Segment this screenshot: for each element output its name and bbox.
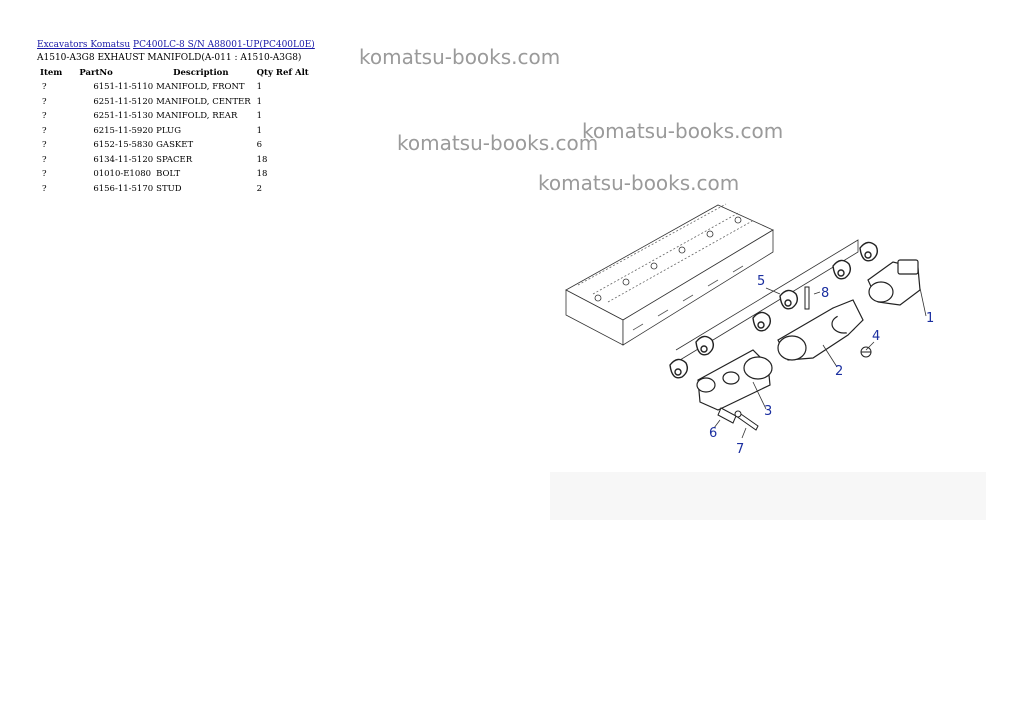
cell-partno: 6251-11-5120 [93, 96, 154, 107]
callout-3: 3 [764, 404, 772, 419]
cylinder-head-drawing [565, 203, 774, 346]
cell-item: ? [42, 96, 47, 107]
callout-1: 1 [926, 311, 934, 326]
cell-qty: 18 [256, 169, 268, 180]
cell-qty: 1 [256, 111, 263, 122]
cell-description: BOLT [156, 169, 181, 180]
parts-table: Item PartNo Description Qty Ref Alt ? 615… [37, 66, 312, 196]
cell-item: ? [42, 140, 47, 151]
gasket-icon [669, 241, 879, 379]
cell-item: ? [42, 183, 47, 194]
page-title: A1510-A3G8 EXHAUST MANIFOLD(A-011 : A151… [37, 53, 302, 63]
cell-qty: 6 [256, 140, 263, 151]
cell-partno: 6134-11-5120 [93, 154, 154, 165]
cell-qty: 2 [256, 183, 263, 194]
manifold-center-drawing [777, 299, 864, 361]
cell-qty: 18 [256, 154, 268, 165]
watermark-text: komatsu-books.com [397, 131, 599, 155]
header-qty-ref-alt: Qty Ref Alt [254, 66, 312, 80]
cell-partno: 6156-11-5170 [93, 183, 154, 194]
gasket-guide-line [675, 239, 859, 361]
plug-icon [860, 346, 872, 358]
cell-item: ? [42, 82, 47, 93]
manifold-rear-drawing [696, 349, 773, 411]
header-item: Item [40, 68, 63, 78]
watermark-text: komatsu-books.com [538, 171, 740, 195]
diagram-shadow-box [550, 472, 986, 520]
cell-qty: 1 [256, 96, 263, 107]
cell-item: ? [42, 169, 47, 180]
stud-icon [804, 286, 810, 310]
cell-qty: 1 [256, 125, 263, 136]
cell-item: ? [42, 111, 47, 122]
spacer-icon [717, 407, 737, 424]
bolt-icon [734, 410, 759, 431]
table-row: ? 01010-E1080 BOLT 18 [37, 167, 312, 182]
callout-5: 5 [757, 274, 765, 289]
callout-2: 2 [835, 364, 843, 379]
callout-6: 6 [709, 426, 717, 441]
breadcrumb: Excavators Komatsu PC400LC-8 S/N A88001-… [37, 40, 315, 50]
manifold-front-drawing [867, 259, 921, 306]
callout-8: 8 [821, 286, 829, 301]
header-qty: Qty [256, 68, 273, 78]
watermark-text: komatsu-books.com [582, 119, 784, 143]
header-partno: PartNo [79, 68, 113, 78]
cell-partno: 01010-E1080 [93, 169, 152, 180]
cell-description: STUD [156, 183, 182, 194]
header-ref: Ref [275, 68, 293, 78]
header-alt: Alt [294, 68, 309, 78]
callout-7: 7 [736, 442, 744, 457]
cell-description: MANIFOLD, FRONT [156, 82, 245, 93]
cell-description: MANIFOLD, REAR [156, 111, 238, 122]
table-header-row: Item PartNo Description Qty Ref Alt [37, 66, 312, 80]
cell-item: ? [42, 154, 47, 165]
breadcrumb-link-excavators[interactable]: Excavators Komatsu [37, 40, 131, 50]
cell-description: GASKET [156, 140, 194, 151]
cell-partno: 6251-11-5130 [93, 111, 154, 122]
watermark-text: komatsu-books.com [359, 45, 561, 69]
cell-partno: 6215-11-5920 [93, 125, 154, 136]
leader-lines [713, 287, 927, 439]
cell-description: SPACER [156, 154, 193, 165]
header-description: Description [173, 68, 229, 78]
cell-partno: 6151-11-5110 [93, 82, 154, 93]
cell-qty: 1 [256, 82, 263, 93]
exhaust-manifold-diagram: 1 2 3 4 5 6 7 8 [550, 203, 986, 520]
cell-partno: 6152-15-5830 [93, 140, 154, 151]
cell-description: MANIFOLD, CENTER [156, 96, 251, 107]
cell-item: ? [42, 125, 47, 136]
breadcrumb-link-model[interactable]: PC400LC-8 S/N A88001-UP(PC400L0E) [133, 40, 315, 50]
callout-4: 4 [872, 329, 880, 344]
cell-description: PLUG [156, 125, 181, 136]
